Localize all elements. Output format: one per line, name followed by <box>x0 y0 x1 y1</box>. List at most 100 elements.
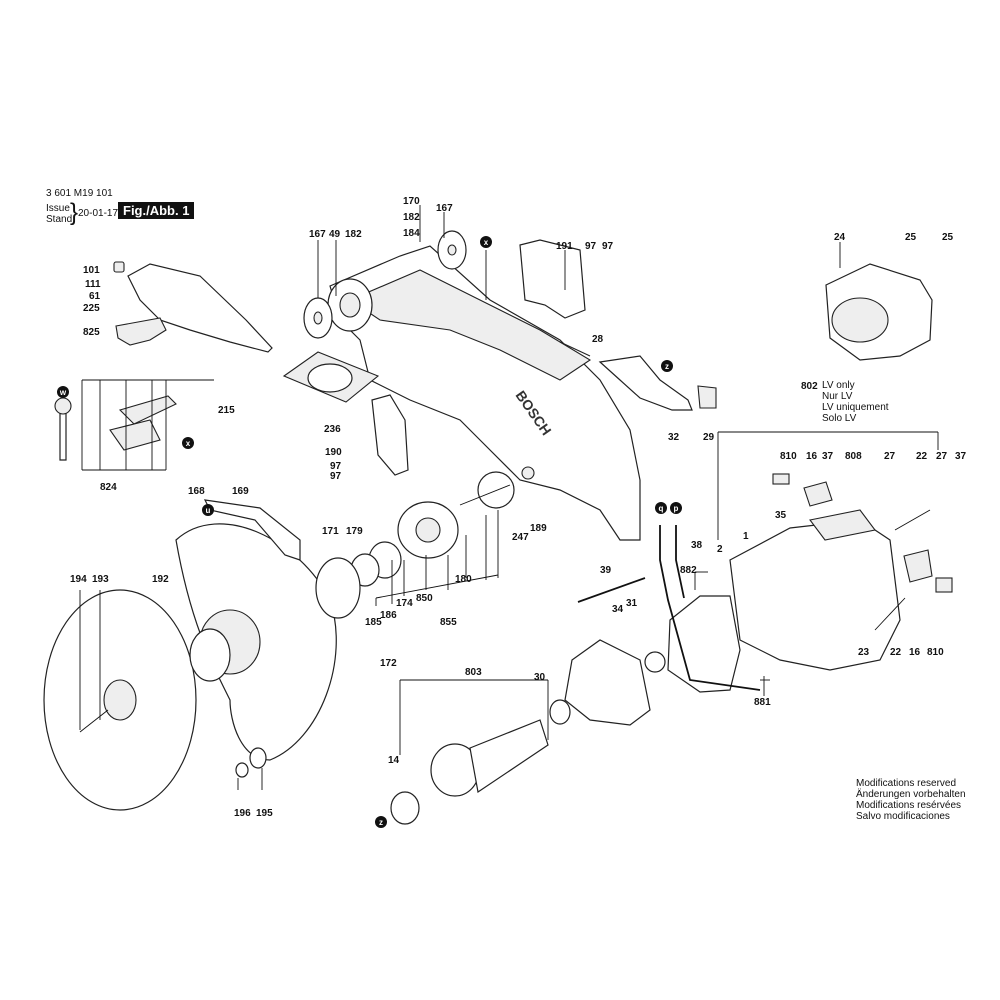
part-label: 196 <box>234 808 251 819</box>
lv-note-line: Solo LV <box>822 413 857 424</box>
svg-text:p: p <box>674 504 679 513</box>
part-label: 185 <box>365 617 382 628</box>
switch-plate <box>118 395 177 425</box>
flange-191 <box>189 628 231 682</box>
part-label: 182 <box>345 229 362 240</box>
part-label: 25 <box>942 232 954 243</box>
part-label: 189 <box>530 523 547 534</box>
nut-196 <box>235 762 249 778</box>
lv-note-line: LV only <box>822 380 855 391</box>
part-label: 247 <box>512 532 529 543</box>
handle-32 <box>598 355 693 411</box>
cable-38-b <box>675 525 685 599</box>
part-label: 855 <box>440 617 457 628</box>
part-label: 195 <box>256 808 273 819</box>
washer-hole <box>313 311 323 325</box>
screw-101 <box>113 261 125 273</box>
part-label: 23 <box>858 647 870 658</box>
issue-date: 20-01-17 <box>78 208 119 219</box>
lv-note-line: LV uniquement <box>822 402 889 413</box>
bracket-191 <box>519 239 586 319</box>
part-label: 167 <box>436 203 453 214</box>
marker-x-left: x <box>182 437 194 449</box>
svg-text:w: w <box>59 388 67 397</box>
lv-only-note: LV only Nur LV LV uniquement Solo LV <box>822 380 889 424</box>
part-label: 182 <box>403 212 420 223</box>
part-label: 810 <box>780 451 797 462</box>
modifications-note: Modifications reserved Änderungen vorbeh… <box>856 778 966 822</box>
cable-38 <box>659 525 761 691</box>
leader-lines <box>79 205 939 790</box>
part-label: 215 <box>218 405 235 416</box>
part-label: 31 <box>626 598 638 609</box>
part-label: 27 <box>884 451 896 462</box>
part-label: 167 <box>309 229 326 240</box>
marker-z-bearing: z <box>375 816 387 828</box>
part-label: 25 <box>905 232 917 243</box>
marker-x-top: x <box>480 236 492 248</box>
part-label: 97 <box>330 461 342 472</box>
guard-bracket <box>115 317 167 346</box>
part-label: 192 <box>152 574 169 585</box>
part-label: 881 <box>754 697 771 708</box>
part-label: 97 <box>330 471 342 482</box>
part-label: 61 <box>89 291 101 302</box>
field-coil-stator <box>667 595 741 693</box>
part-label: 28 <box>592 334 604 345</box>
switch-29 <box>697 385 717 409</box>
document-number: 3 601 M19 101 <box>46 188 113 199</box>
arm-pivot-hole <box>339 292 361 318</box>
part-label: 22 <box>890 647 902 658</box>
part-label: 236 <box>324 424 341 435</box>
part-label: 194 <box>70 574 87 585</box>
part-label: 170 <box>403 196 420 207</box>
marker-p: p <box>670 502 682 514</box>
part-label: 171 <box>322 526 339 537</box>
part-label: 225 <box>83 303 100 314</box>
part-label: 37 <box>955 451 967 462</box>
upper-guard-cover <box>127 263 273 353</box>
part-label: 179 <box>346 526 363 537</box>
part-label: 810 <box>927 647 944 658</box>
part-label: 97 <box>602 241 614 252</box>
brace-glyph: } <box>70 199 79 226</box>
part-label: 29 <box>703 432 715 443</box>
modifications-line: Salvo modificaciones <box>856 811 950 822</box>
part-label: 38 <box>691 540 703 551</box>
part-label: 14 <box>388 755 400 766</box>
part-label: 802 <box>801 381 818 392</box>
bracket-190 <box>371 394 409 476</box>
part-label: 882 <box>680 565 697 576</box>
part-label: 2 <box>717 544 723 555</box>
part-label: 32 <box>668 432 680 443</box>
bearing-189 <box>521 466 535 480</box>
part-label: 16 <box>806 451 818 462</box>
part-label: 193 <box>92 574 109 585</box>
part-label: 22 <box>916 451 928 462</box>
part-label: 803 <box>465 667 482 678</box>
washer-195 <box>249 747 267 769</box>
part-label: 180 <box>455 574 472 585</box>
gear-247 <box>477 471 515 509</box>
svg-text:z: z <box>379 818 383 827</box>
part-label: 174 <box>396 598 413 609</box>
armature-body <box>469 719 549 794</box>
motor-housing-nameplate-808 <box>809 509 876 541</box>
lv-note-line: Nur LV <box>822 391 853 402</box>
cable-tie-39 <box>577 577 646 603</box>
part-label: 172 <box>380 658 397 669</box>
part-label: 111 <box>85 279 101 290</box>
part-label: 169 <box>232 486 249 497</box>
figure-label: Fig./Abb. 1 <box>118 202 195 219</box>
marker-w: w <box>57 386 69 398</box>
svg-text:q: q <box>659 504 664 513</box>
modifications-line: Änderungen vorbehalten <box>856 789 966 800</box>
cable-w <box>59 409 67 461</box>
marker-z-handle: z <box>661 360 673 372</box>
bearing-flange-hole <box>415 517 441 543</box>
part-label: 34 <box>612 604 624 615</box>
svg-text:u: u <box>206 506 211 515</box>
issue-label: Issue <box>46 203 70 214</box>
